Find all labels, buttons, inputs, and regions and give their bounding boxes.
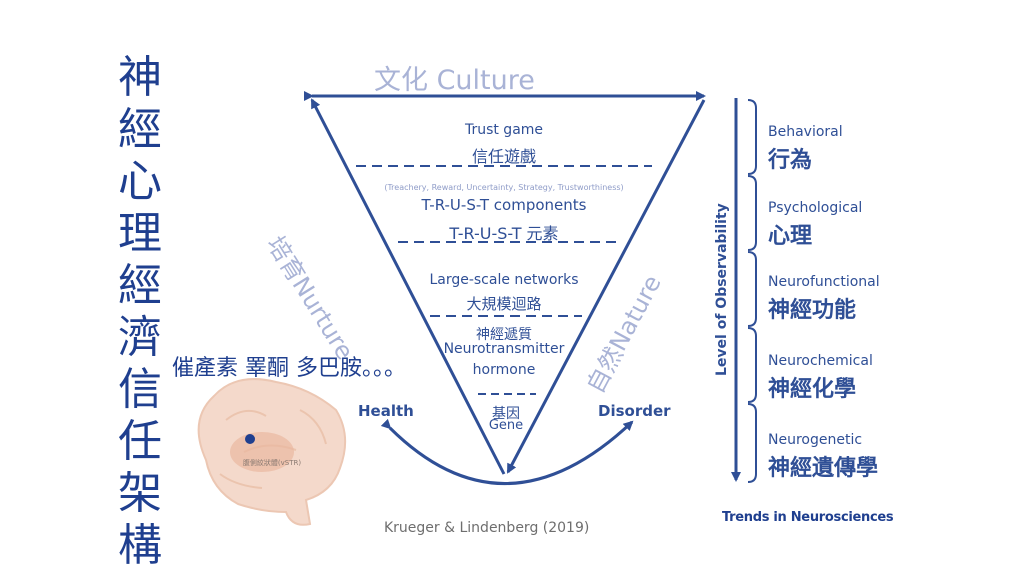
title-char: 經: [118, 104, 162, 155]
inline-note: 催產素 睪酮 多巴胺。。。: [172, 356, 406, 381]
brain-region-label: 腹側紋狀體(vSTR): [242, 459, 302, 467]
trust-components-zh: T-R-U-S-T 元素: [449, 224, 559, 243]
neurotransmitter-zh: 神經遞質: [476, 327, 532, 343]
title-char: 神: [118, 52, 162, 103]
citation: Krueger & Lindenberg (2019): [384, 520, 590, 536]
gene-en: Gene: [488, 418, 524, 433]
level-zh: 神經功能: [768, 298, 857, 323]
level-zh: 心理: [768, 224, 813, 249]
title-char: 理: [118, 208, 162, 259]
gene-zh: 基因: [492, 406, 520, 422]
title-char: 經: [118, 260, 162, 311]
trust-game-en: Trust game: [464, 122, 544, 138]
level-bracket: [747, 175, 757, 251]
level-zh: 神經化學: [768, 377, 857, 402]
health-disorder-arrow: [380, 418, 634, 485]
disorder-label: Disorder: [598, 402, 671, 420]
title-char: 信: [118, 364, 162, 415]
title-char: 構: [118, 520, 162, 571]
level-bracket: [747, 99, 757, 175]
brain-illustration: [197, 378, 347, 526]
culture-label: 文化 Culture: [374, 65, 535, 96]
title-char: 心: [118, 156, 162, 207]
level-neurofunctional: Neurofunctional 神經功能: [768, 274, 880, 324]
networks-en: Large-scale networks: [429, 272, 579, 288]
level-en: Neurochemical: [768, 353, 873, 369]
level-en: Neurogenetic: [768, 432, 863, 448]
trust-components-en: T-R-U-S-T components: [421, 196, 587, 214]
level-en: Psychological: [768, 200, 863, 216]
vstr-dot: [245, 434, 255, 444]
level-behavioral: Behavioral 行為: [768, 124, 843, 174]
level-bracket: [747, 251, 757, 327]
level-zh: 行為: [768, 148, 813, 173]
level-en: Behavioral: [768, 124, 843, 140]
observability-label: Level of Observability: [714, 203, 730, 376]
level-zh: 神經遺傳學: [768, 456, 879, 481]
nurture-arrow: [310, 98, 506, 475]
level-bracket: [747, 327, 757, 403]
title-char: 濟: [118, 312, 162, 363]
networks-zh: 大規模迴路: [466, 295, 542, 313]
trust-game-zh: 信任遊戲: [471, 147, 536, 166]
title-char: 架: [118, 468, 162, 519]
hormone: hormone: [472, 362, 536, 378]
nature-arrow: [506, 99, 706, 474]
trust-subtitle: (Treachery, Reward, Uncertainty, Strateg…: [384, 183, 624, 192]
level-neurochemical: Neurochemical 神經化學: [768, 353, 873, 403]
level-bracket: [747, 403, 757, 483]
health-label: Health: [358, 402, 414, 420]
neurotransmitter-en: Neurotransmitter: [443, 341, 565, 357]
level-en: Neurofunctional: [768, 274, 880, 290]
title-char: 任: [118, 416, 162, 467]
level-psychological: Psychological 心理: [768, 200, 862, 250]
journal-name: Trends in Neurosciences: [722, 510, 894, 525]
level-neurogenetic: Neurogenetic 神經遺傳學: [768, 432, 878, 482]
vertical-title: 神 經 心 理 經 濟 信 任 架 構: [112, 52, 168, 572]
